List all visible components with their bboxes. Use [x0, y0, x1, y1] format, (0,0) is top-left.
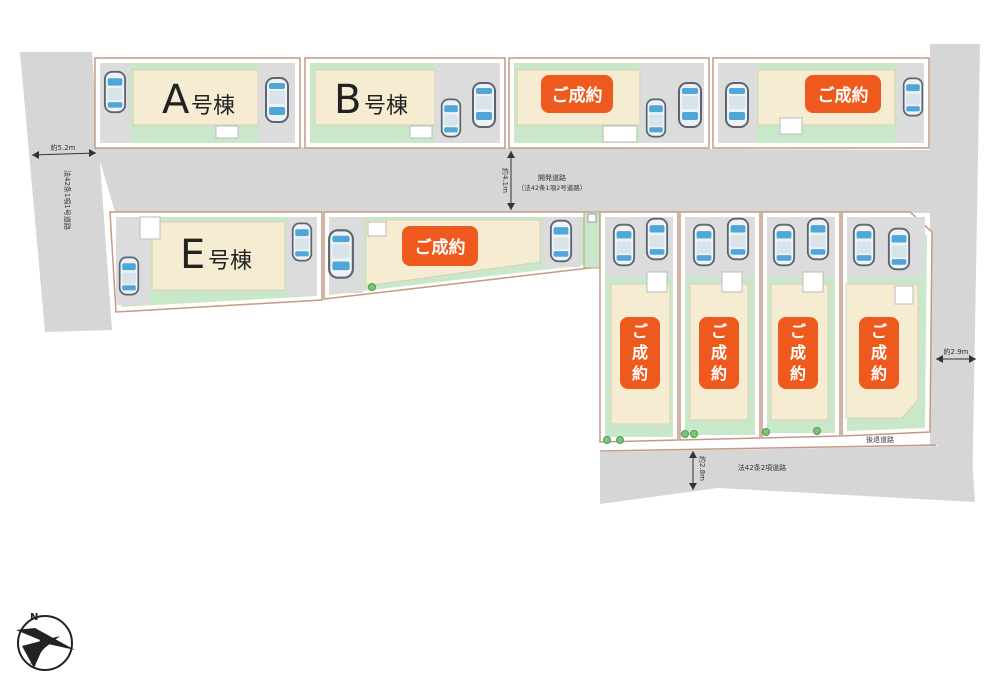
west-road-law: 法42条1項1号道路: [63, 170, 72, 230]
utility-box: [587, 213, 597, 223]
setback-road-label: 後退道路: [866, 435, 894, 444]
svg-text:成: 成: [632, 343, 648, 362]
svg-text:号棟: 号棟: [191, 94, 235, 119]
west-road-arrow-left: [32, 151, 39, 159]
svg-text:成: 成: [711, 343, 727, 362]
svg-text:約: 約: [632, 364, 648, 383]
sold-badge-j: ご 成 約: [859, 317, 899, 389]
south-road-arrow-bottom: [689, 483, 697, 490]
south-road-law: 法42条2項道路: [738, 463, 786, 472]
sold-badge-f: ご成約: [402, 226, 478, 266]
dev-road-name: 開発道路: [538, 173, 566, 182]
svg-text:B: B: [334, 77, 361, 123]
svg-text:約: 約: [790, 364, 806, 383]
development-road: [95, 146, 930, 213]
south-road-width: 約2.8m: [698, 456, 707, 481]
svg-text:N: N: [30, 612, 38, 623]
west-road-width: 約5.2m: [51, 143, 76, 152]
lot-a-label: A 号棟: [162, 77, 235, 123]
svg-text:A: A: [162, 77, 190, 123]
lot-b[interactable]: [304, 57, 506, 149]
south-road: [600, 446, 975, 504]
svg-text:号棟: 号棟: [364, 94, 408, 119]
svg-text:ご成約: ご成約: [415, 237, 466, 258]
svg-text:ご成約: ご成約: [552, 85, 603, 106]
svg-text:成: 成: [871, 343, 887, 362]
sold-badge-c: ご成約: [541, 75, 613, 113]
svg-text:約: 約: [871, 364, 887, 383]
dev-road-width: 約4.1m: [501, 168, 510, 193]
sold-badge-h: ご 成 約: [699, 317, 739, 389]
south-road-arrow-top: [689, 451, 697, 458]
east-road: [930, 44, 980, 502]
svg-text:ご: ご: [632, 322, 648, 341]
lot-a[interactable]: [94, 57, 301, 149]
sold-badge-i: ご 成 約: [778, 317, 818, 389]
west-road-arrow-right: [89, 149, 96, 157]
svg-text:成: 成: [790, 343, 806, 362]
lot-e-label: E 号棟: [180, 232, 252, 278]
svg-text:約: 約: [711, 364, 727, 383]
sold-badge-d: ご成約: [805, 75, 881, 113]
lot-e[interactable]: [109, 211, 323, 313]
svg-text:E: E: [180, 232, 205, 278]
svg-text:ご: ご: [711, 322, 727, 341]
dev-road-arrow-bottom: [507, 203, 515, 210]
svg-text:ご: ご: [790, 322, 806, 341]
svg-text:号棟: 号棟: [208, 249, 252, 274]
sold-badge-g: ご 成 約: [620, 317, 660, 389]
dev-road-arrow-top: [507, 151, 515, 158]
east-road-arrow-right: [969, 355, 976, 363]
svg-text:ご: ご: [871, 322, 887, 341]
north-arrow-icon: N: [16, 612, 75, 671]
east-road-arrow-left: [936, 355, 943, 363]
dev-road-law: （法42条1項2号道路）: [518, 183, 587, 192]
svg-text:ご成約: ご成約: [818, 85, 869, 106]
east-road-width: 約2.9m: [944, 347, 969, 356]
west-road: [20, 52, 112, 332]
west-road-dimension-line: [31, 152, 97, 156]
setback-line: [599, 444, 937, 452]
lot-b-label: B 号棟: [334, 77, 408, 123]
